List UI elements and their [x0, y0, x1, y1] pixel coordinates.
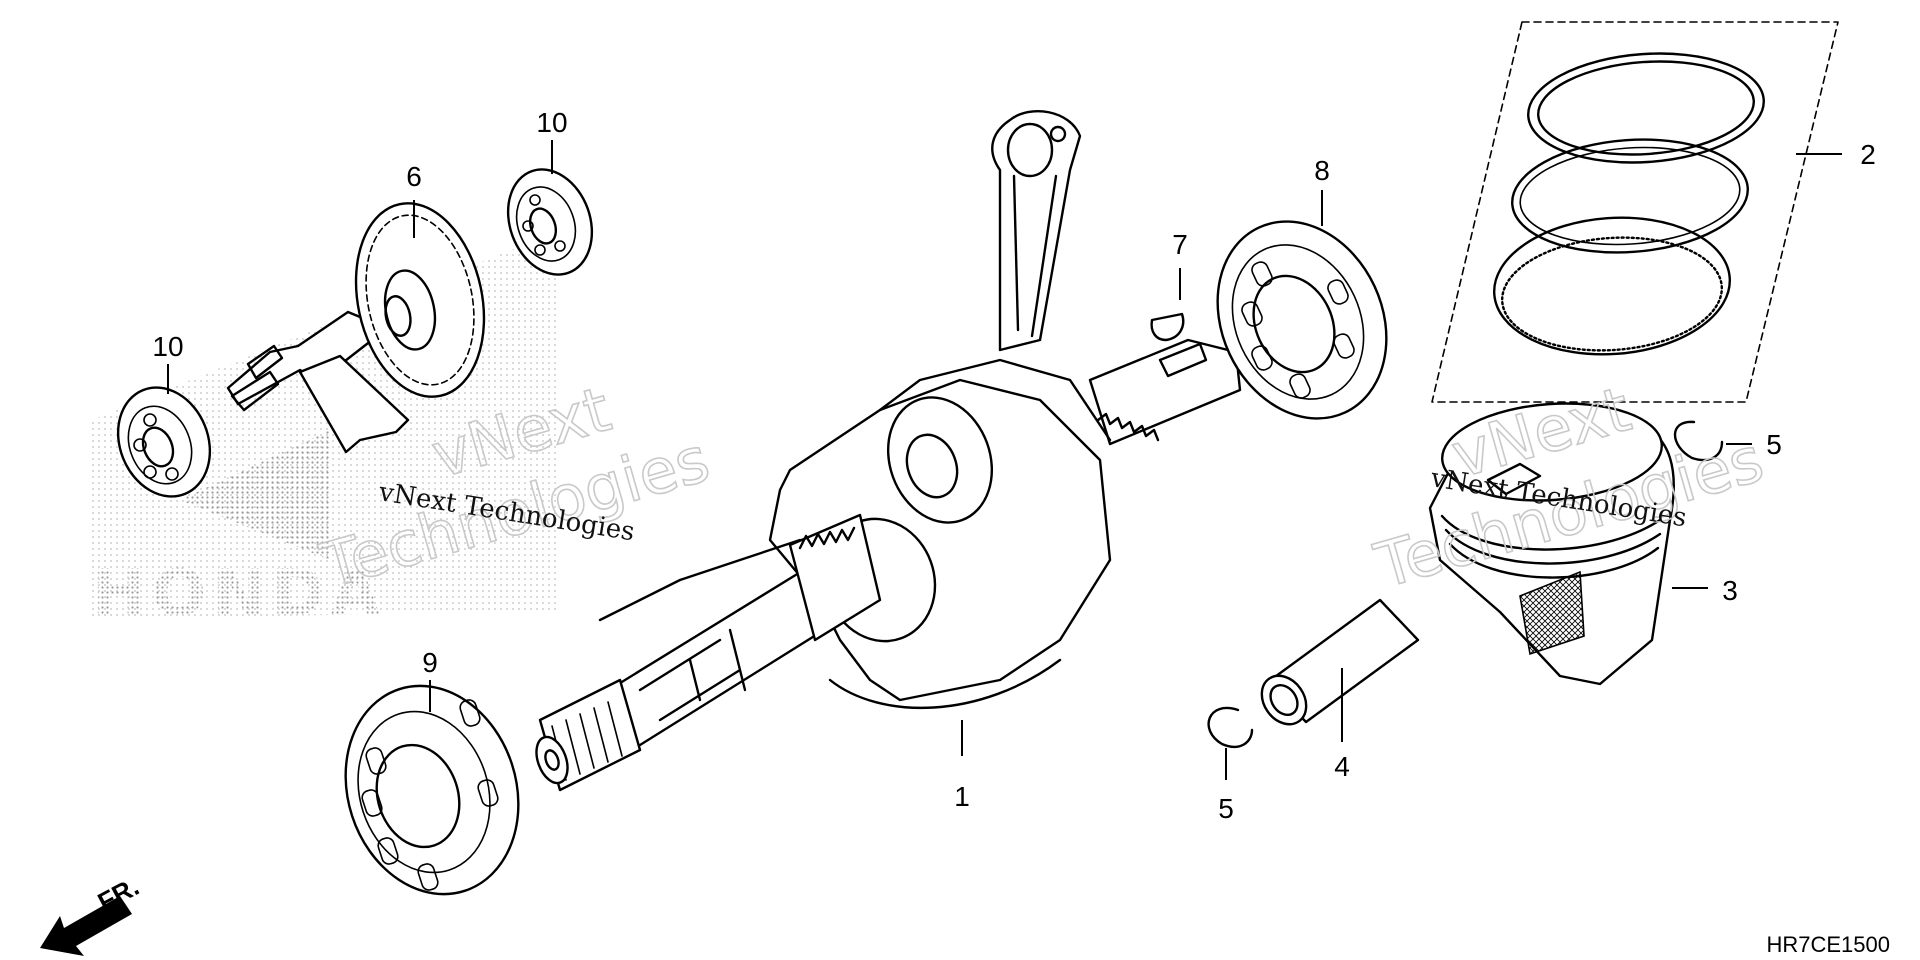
piston-rings-2 — [1431, 21, 1839, 403]
key-7 — [1150, 312, 1185, 342]
callout-5-lower: 5 — [1218, 793, 1234, 824]
piston-pin-4 — [1260, 598, 1420, 726]
callout-3: 3 — [1722, 575, 1738, 606]
bearing-8 — [1216, 220, 1388, 420]
clip-5-lower — [1207, 706, 1254, 749]
piston-3 — [1428, 402, 1675, 686]
callout-4: 4 — [1334, 751, 1350, 782]
callout-1: 1 — [954, 781, 970, 812]
leader-lines — [167, 140, 1842, 780]
callout-10-upper: 10 — [536, 107, 567, 138]
balancer-shaft-6 — [226, 202, 486, 454]
bearing-10-upper — [506, 168, 594, 276]
callout-6: 6 — [406, 161, 422, 192]
clip-5-upper — [1674, 420, 1724, 462]
callout-8: 8 — [1314, 155, 1330, 186]
logo-text: HONDA — [92, 557, 386, 631]
bearing-9 — [344, 684, 520, 896]
callout-7: 7 — [1172, 229, 1188, 260]
crankshaft-1 — [535, 110, 1242, 792]
callout-2: 2 — [1860, 139, 1876, 170]
callout-5-upper: 5 — [1766, 429, 1782, 460]
front-arrow-icon — [40, 896, 132, 956]
callout-9: 9 — [422, 647, 438, 678]
bearing-10-lower — [116, 386, 212, 498]
callout-10-lower: 10 — [152, 331, 183, 362]
front-indicator: FR. — [40, 871, 144, 956]
callouts: 1 2 3 4 5 5 6 7 8 9 10 10 — [152, 107, 1875, 824]
diagram-code: HR7CE1500 — [1766, 932, 1890, 957]
